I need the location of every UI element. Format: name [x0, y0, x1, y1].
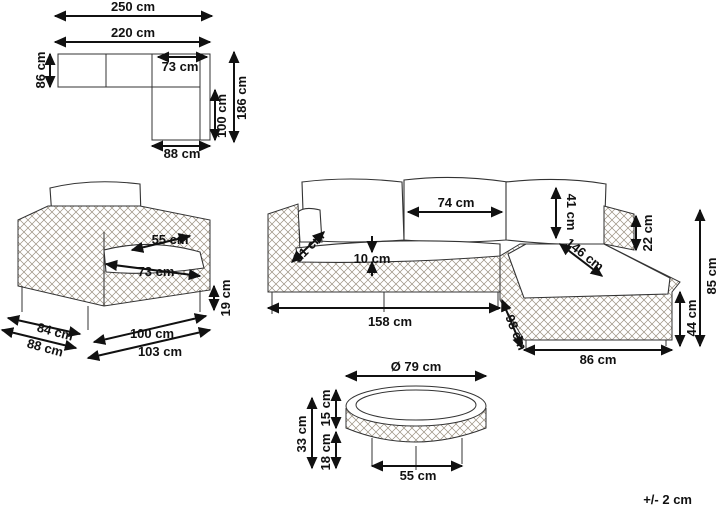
top-width-total-label: 250 cm	[111, 0, 155, 14]
sofa-depth-line	[501, 298, 523, 350]
sofa-total-height-label: 85 cm	[704, 258, 719, 295]
table-diameter-label: Ø 79 cm	[391, 359, 442, 374]
armchair-seat-depth-label: 55 cm	[152, 232, 189, 247]
armchair-width-outer-line	[86, 327, 212, 361]
table-total-height-label: 33 cm	[294, 416, 309, 453]
sofa-back-depth-line	[290, 231, 326, 263]
table-drawing	[345, 385, 487, 470]
armchair-seat-width-line	[104, 259, 202, 281]
armchair-seat-width-label: 73 cm	[138, 264, 175, 279]
top-depth-label: 86 cm	[33, 52, 48, 89]
sofa-back-height-label: 41 cm	[564, 194, 579, 231]
table-base-width-label: 55 cm	[400, 468, 437, 483]
sofa-cushion-width-label: 74 cm	[438, 195, 475, 210]
armchair-width-outer-label: 103 cm	[138, 344, 182, 359]
top-seat-depth-label: 73 cm	[162, 59, 199, 74]
tolerance-note: +/- 2 cm	[643, 492, 692, 507]
sofa-length-label: 158 cm	[368, 314, 412, 329]
table-base-height-label: 18 cm	[318, 434, 333, 471]
armchair-seat-depth-line	[130, 233, 192, 253]
table-top-height-label: 15 cm	[318, 390, 333, 427]
top-view-outline	[57, 53, 211, 141]
armchair-drawing	[17, 181, 211, 330]
sofa-seat-height-label: 44 cm	[684, 300, 699, 337]
top-total-depth-label: 186 cm	[234, 76, 249, 120]
armchair-depth-outer-line	[0, 327, 78, 351]
sofa-cushion-thickness-label: 10 cm	[354, 251, 391, 266]
sofa-chaise-width-label: 86 cm	[580, 352, 617, 367]
top-chaise-width-label: 88 cm	[164, 146, 201, 161]
sofa-chaise-length-line	[558, 243, 604, 277]
armchair-leg-height-label: 19 cm	[218, 280, 233, 317]
top-width-inner-label: 220 cm	[111, 25, 155, 40]
top-chaise-length-label: 100 cm	[214, 94, 229, 138]
sofa-armrest-height-label: 22 cm	[640, 215, 655, 252]
